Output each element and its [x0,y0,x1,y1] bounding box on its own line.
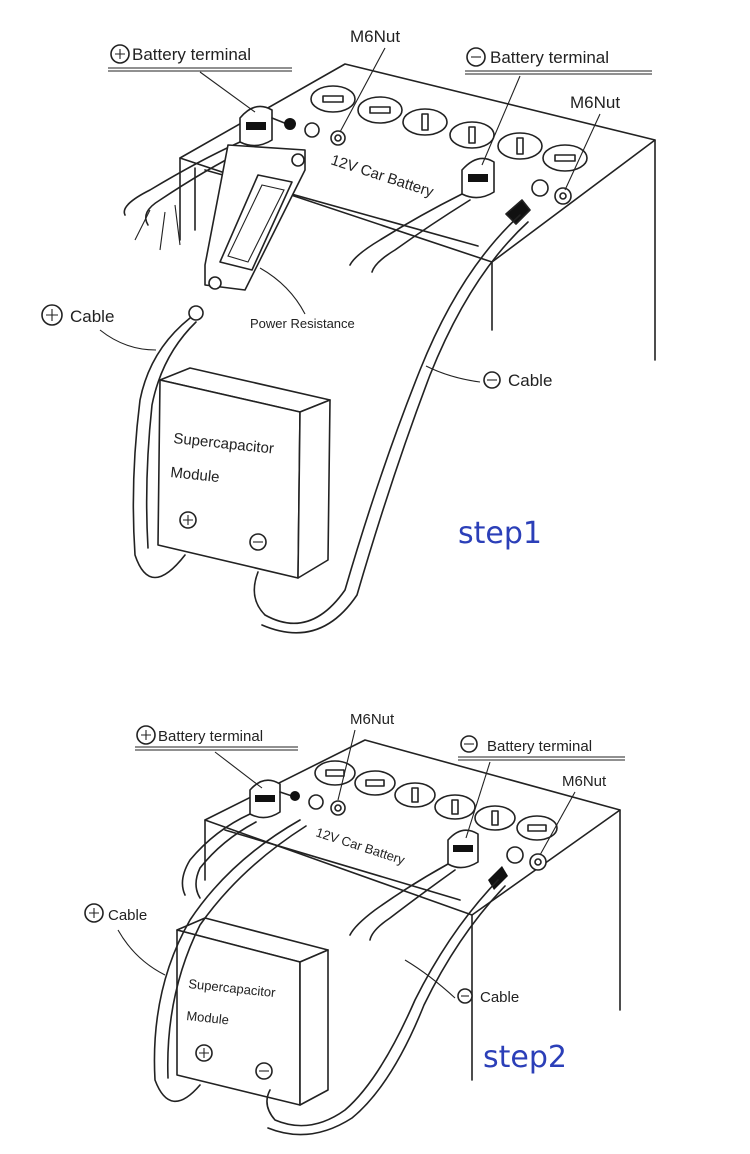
step1-m6nut-right-text: M6Nut [570,93,620,112]
step2-positive-terminal [249,779,346,819]
step1-module-cables [132,214,529,634]
step1-supercapacitor-module [157,367,331,579]
step1-positive-terminal [239,105,346,147]
step1-label-positive-terminal: Battery terminal [108,44,292,113]
step1-neg-terminal-text: Battery terminal [490,48,609,67]
step2-car-cables [181,813,456,941]
step2-label: step2 [483,1040,567,1075]
step2-label-m6nut-right: M6Nut [539,773,607,856]
step1-pos-terminal-text: Battery terminal [132,45,251,64]
step2-label-pos-cable: Cable [84,903,166,976]
step2-label-negative-terminal: Battery terminal [458,735,625,839]
step2-m6nut-left-text: M6Nut [350,711,395,728]
step1-diagram: Battery terminal M6Nut Battery terminal … [41,27,656,634]
step2-label-positive-terminal: Battery terminal [135,725,298,789]
step1-neg-cable-text: Cable [508,371,552,390]
step2-module-text-2: Module [186,1008,230,1027]
step1-power-resistance-text: Power Resistance [250,316,355,331]
step2-label-neg-cable: Cable [404,959,519,1006]
step2-diagram: Battery terminal M6Nut Battery terminal … [84,711,625,1136]
step1-pos-cable-text: Cable [70,307,114,326]
step1-label-m6nut-right: M6Nut [564,93,620,191]
step1-battery-label: 12V Car Battery [329,152,436,201]
step1-label-negative-terminal: Battery terminal [465,47,652,166]
step1-label-m6nut-left: M6Nut [339,27,400,133]
step2-neg-terminal-text: Battery terminal [487,738,592,755]
step1-negative-terminal [461,157,572,225]
step1-module-text-2: Module [170,464,221,486]
step2-module-cables [153,819,506,1136]
step1-label-power-resistance: Power Resistance [250,267,355,331]
step2-supercapacitor-module [176,917,329,1106]
step2-negative-terminal [447,829,547,890]
step2-pos-terminal-text: Battery terminal [158,728,263,745]
step2-m6nut-right-text: M6Nut [562,773,607,790]
step1-label-pos-cable: Cable [41,304,157,351]
step1-label: step1 [458,516,542,551]
step1-label-neg-cable: Cable [425,365,552,390]
step2-label-m6nut-left: M6Nut [337,711,395,801]
step2-car-battery [204,739,621,1081]
step1-car-cables [123,141,471,273]
step1-m6nut-left-text: M6Nut [350,27,400,46]
step2-neg-cable-text: Cable [480,989,519,1006]
step1-power-resistance [204,144,306,291]
step2-pos-cable-text: Cable [108,907,147,924]
